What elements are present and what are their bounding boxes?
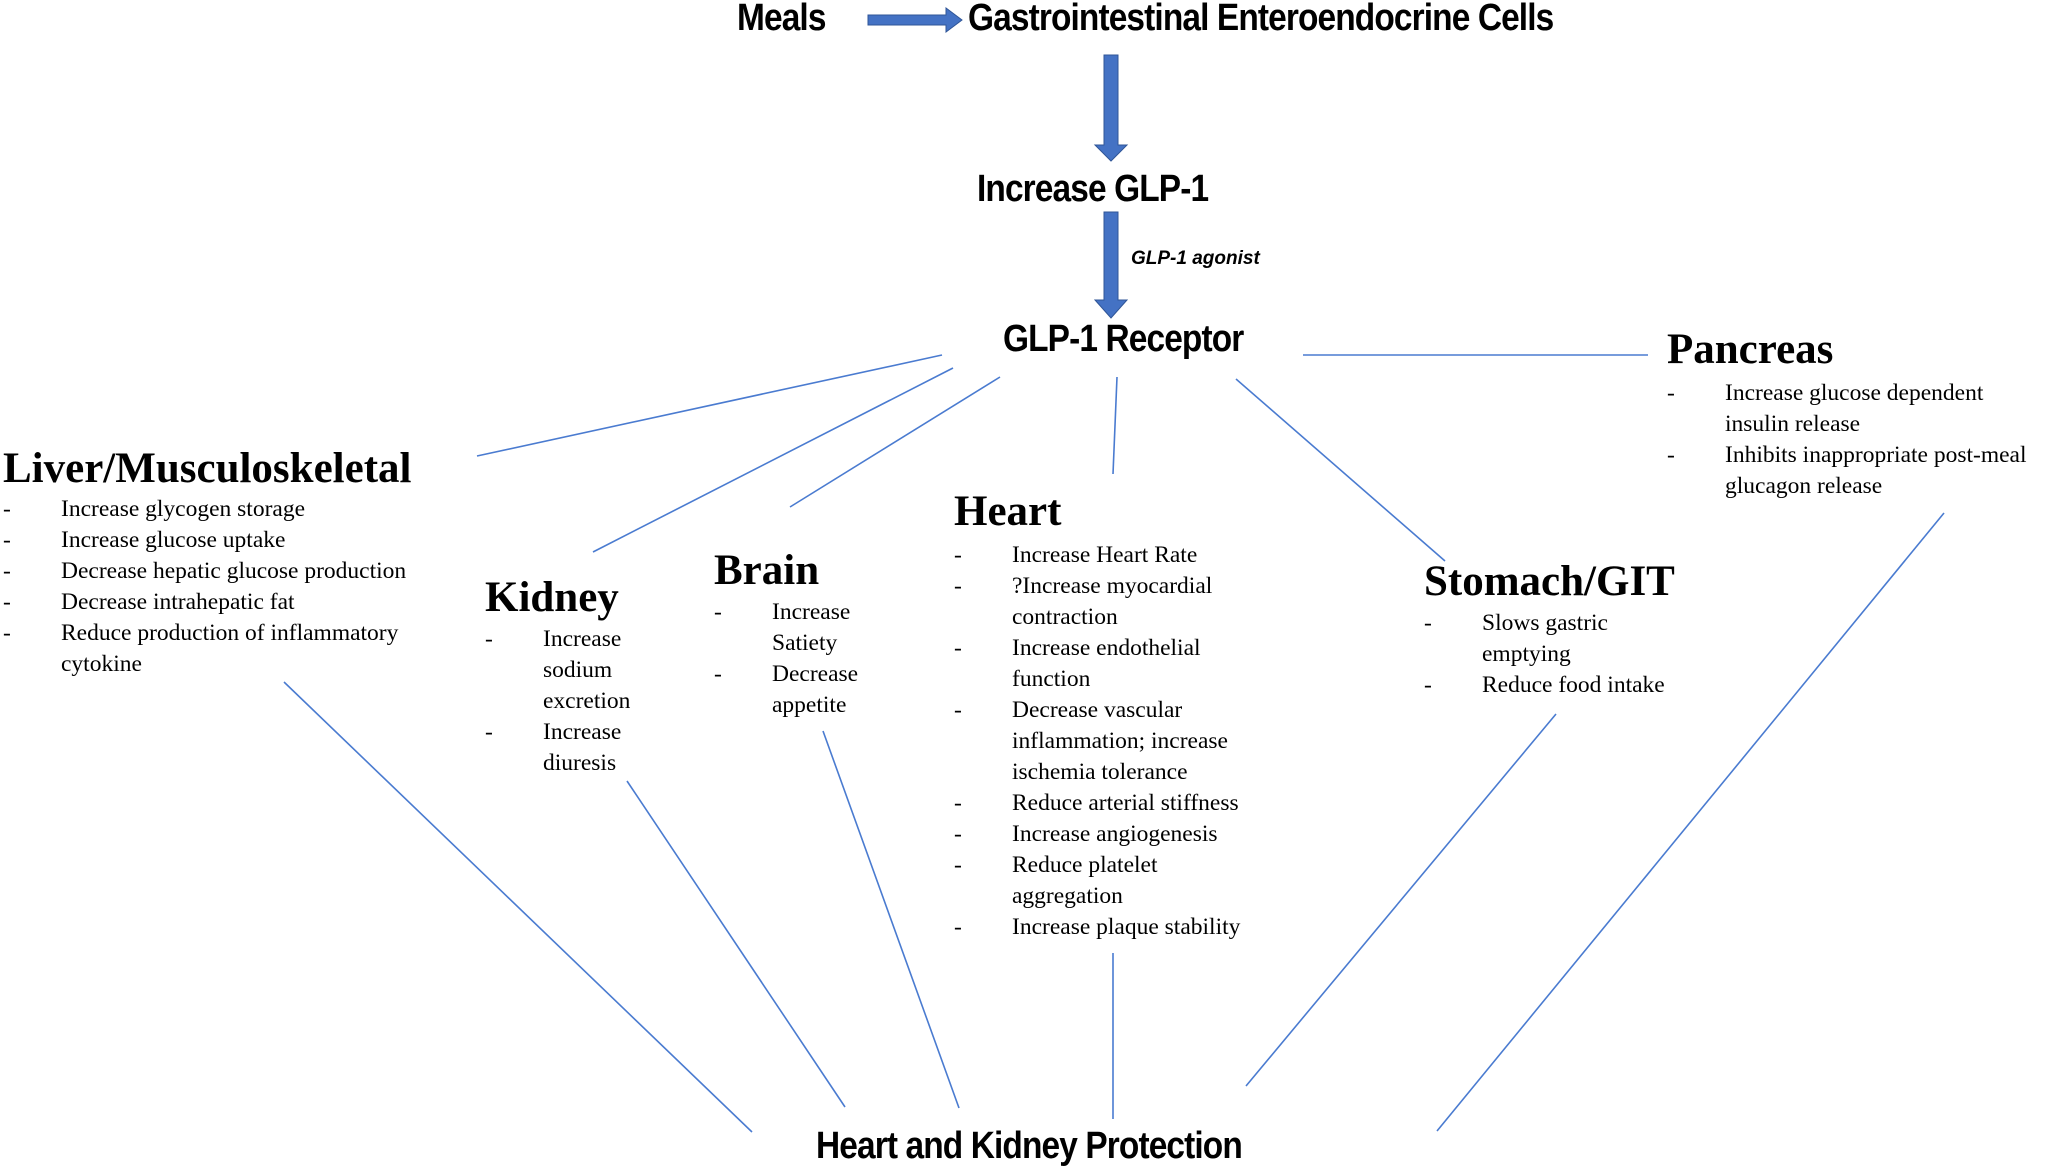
arrow-glp1-to-receptor [1093, 211, 1129, 319]
line-pancreas-to-outcome [1436, 512, 1945, 1132]
line-stomach-to-outcome [1245, 713, 1557, 1087]
arrow-meals-to-cells [867, 7, 963, 33]
heart-title: Heart [954, 488, 1062, 535]
enteroendocrine-cells-label: Gastrointestinal Enteroendocrine Cells [968, 0, 1554, 39]
liver-effects-list: -Increase glycogen storage -Increase glu… [3, 494, 443, 680]
brain-title: Brain [714, 547, 820, 594]
list-item: -Reduce arterial stiffness [954, 790, 1239, 816]
list-item: -Increase glucose dependent insulin rele… [1667, 380, 1984, 437]
pancreas-title: Pancreas [1667, 326, 1834, 373]
list-item: -Reduce platelet aggregation [954, 852, 1158, 909]
meals-label: Meals [737, 0, 826, 39]
list-item: -Decrease hepatic glucose production [3, 558, 407, 584]
list-item: -Inhibits inappropriate post-meal glucag… [1667, 442, 2027, 499]
line-receptor-to-brain [789, 376, 1001, 508]
list-item: -Reduce production of inflammatory cytok… [3, 620, 399, 677]
line-brain-to-outcome [822, 730, 960, 1109]
increase-glp1-label: Increase GLP-1 [977, 168, 1209, 210]
list-item: -Decrease intrahepatic fat [3, 589, 295, 615]
kidney-title: Kidney [485, 574, 619, 621]
glp1-agonist-label: GLP-1 agonist [1131, 248, 1260, 269]
list-item: -?Increase myocardial contraction [954, 573, 1213, 630]
line-kidney-to-outcome [626, 780, 846, 1108]
list-item: -Increase angiogenesis [954, 821, 1218, 847]
heart-effects-list: -Increase Heart Rate -?Increase myocardi… [954, 540, 1274, 943]
line-receptor-to-kidney [592, 367, 954, 553]
line-receptor-to-stomach [1235, 378, 1446, 562]
kidney-effects-list: -Increase sodium excretion -Increase diu… [485, 624, 655, 779]
pancreas-effects-list: -Increase glucose dependent insulin rele… [1667, 378, 2056, 502]
list-item: -Increase endothelial function [954, 635, 1201, 692]
glp1-receptor-label: GLP-1 Receptor [1003, 318, 1244, 360]
list-item: -Increase Heart Rate [954, 542, 1198, 568]
list-item: -Increase glucose uptake [3, 527, 286, 553]
outcome-label: Heart and Kidney Protection [816, 1125, 1243, 1167]
list-item: -Increase sodium excretion [485, 626, 631, 714]
list-item: -Increase diuresis [485, 719, 622, 776]
line-liver-to-outcome [283, 681, 753, 1133]
stomach-effects-list: -Slows gastric emptying -Reduce food int… [1424, 608, 1694, 701]
line-receptor-to-heart [1112, 376, 1118, 475]
brain-effects-list: -Increase Satiety -Decrease appetite [714, 597, 894, 721]
list-item: -Increase glycogen storage [3, 496, 306, 522]
list-item: -Decrease appetite [714, 661, 859, 718]
line-receptor-to-liver [476, 354, 943, 457]
list-item: -Slows gastric emptying [1424, 610, 1608, 667]
list-item: -Increase Satiety [714, 599, 851, 656]
stomach-git-title: Stomach/GIT [1424, 558, 1675, 605]
list-item: -Increase plaque stability [954, 914, 1241, 940]
list-item: -Decrease vascular inflammation; increas… [954, 697, 1228, 785]
liver-musculoskeletal-title: Liver/Musculoskeletal [3, 445, 412, 492]
arrow-cells-to-glp1 [1093, 54, 1129, 162]
list-item: -Reduce food intake [1424, 672, 1665, 698]
